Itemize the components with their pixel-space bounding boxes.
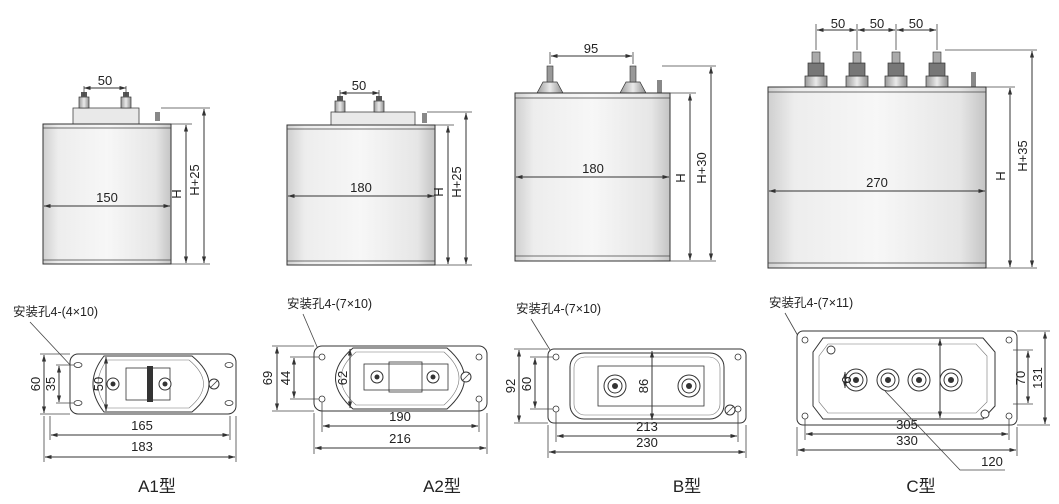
b-bushing-right [677, 374, 701, 398]
c-front-view: 50 50 50 270 H H+35 [767, 16, 1037, 269]
a2-width-label: 180 [350, 180, 372, 195]
c-base-width-outer: 330 [896, 433, 918, 448]
c-base-center: 9 [839, 376, 854, 383]
b-base-width-inner: 213 [636, 419, 658, 434]
b-front-view: 95 180 H H+30 [514, 41, 716, 262]
b-bushing-left [603, 374, 627, 398]
b-base-plate [547, 348, 747, 424]
a2-front-view: 50 180 H H+25 [286, 78, 472, 266]
c-terminal-1 [804, 51, 828, 88]
b-total-height-label: H+30 [694, 152, 709, 183]
c-type-group: 50 50 50 270 H H+35 安装孔4-(7×11) [767, 16, 1050, 496]
b-terminal-spacing: 95 [584, 41, 598, 56]
a1-total-height-label: H+25 [187, 164, 202, 195]
c-base-plate [796, 330, 1018, 426]
a2-base-width-inner: 190 [389, 409, 411, 424]
b-type-title: B型 [673, 477, 701, 496]
b-width-label: 180 [582, 161, 604, 176]
a1-capacitor-can [42, 123, 172, 265]
c-capacitor-can [767, 86, 987, 269]
c-height-label: H [993, 171, 1008, 180]
c-total-height-label: H+35 [1015, 140, 1030, 171]
a2-terminal-cover [330, 111, 416, 126]
a1-mount-leader [29, 321, 74, 369]
c-ground-stud [971, 72, 976, 87]
a1-terminal-cover [72, 107, 140, 125]
a1-height-label: H [169, 189, 184, 198]
c-bushing-1 [844, 368, 868, 392]
c-base-view: 131 70 9 305 330 120 [796, 330, 1050, 471]
a2-ground-stud [422, 113, 427, 123]
b-base-width-outer: 230 [636, 435, 658, 450]
b-base-height-inner: 60 [519, 377, 534, 391]
a1-type-group: 50 150 H H+25 安装孔4-(4×10) 60 [13, 73, 237, 496]
b-height-label: H [673, 173, 688, 182]
b-terminal-left [536, 65, 564, 94]
c-extra-leader [884, 390, 1005, 471]
a1-base-width-inner: 165 [131, 418, 153, 433]
c-bushing-2 [876, 368, 900, 392]
b-ground-stud [657, 80, 662, 93]
a1-terminal-spacing: 50 [98, 73, 112, 88]
c-terminal-4 [925, 51, 949, 88]
a2-terminal-spacing: 50 [352, 78, 366, 93]
a2-total-height-label: H+25 [449, 166, 464, 197]
b-mount-hole-label: 安装孔4-(7×10) [516, 301, 601, 316]
c-mount-hole-label: 安装孔4-(7×11) [769, 295, 853, 310]
c-terminal-spacing-2: 50 [870, 16, 884, 31]
c-base-height-outer: 131 [1030, 367, 1045, 389]
a2-capacitor-can [286, 124, 436, 266]
a1-type-title: A1型 [138, 477, 176, 496]
a2-type-title: A2型 [423, 477, 461, 496]
a1-base-center: 50 [91, 377, 106, 391]
a1-ground-stud [155, 112, 160, 121]
c-terminal-3 [884, 51, 908, 88]
a2-mount-hole-label: 安装孔4-(7×10) [287, 296, 372, 311]
a2-base-height-inner: 44 [278, 371, 293, 385]
b-terminal-right [619, 65, 647, 94]
a2-base-height-outer: 69 [260, 371, 275, 385]
a2-base-center: 62 [335, 371, 350, 385]
a1-width-label: 150 [96, 190, 118, 205]
c-base-extra: 120 [981, 454, 1003, 469]
a2-base-width-outer: 216 [389, 431, 411, 446]
c-bushing-3 [907, 368, 931, 392]
a2-type-group: 50 180 H H+25 安装孔4-(7×10) 69 [260, 78, 488, 496]
b-base-height-outer: 92 [503, 379, 518, 393]
c-width-label: 270 [866, 175, 888, 190]
c-type-title: C型 [906, 477, 935, 496]
a1-base-height-outer: 60 [28, 377, 43, 391]
c-base-width-inner: 305 [896, 417, 918, 432]
a1-base-height-inner: 35 [43, 377, 58, 391]
c-bushing-4 [939, 368, 963, 392]
b-base-view: 92 60 86 213 230 [503, 348, 747, 458]
a1-base-view: 60 35 50 165 183 [28, 353, 237, 462]
b-type-group: 95 180 H H+30 安装孔4-(7×10) [503, 41, 747, 496]
a2-base-plate [313, 345, 488, 412]
a1-mount-hole-label: 安装孔4-(4×10) [13, 304, 98, 319]
a1-base-width-outer: 183 [131, 439, 153, 454]
b-base-center: 86 [636, 379, 651, 393]
a2-height-label: H [431, 187, 446, 196]
c-base-height-inner: 70 [1013, 371, 1028, 385]
c-terminal-2 [845, 51, 869, 88]
a1-front-view: 50 150 H H+25 [42, 73, 210, 265]
a2-base-view: 69 44 62 190 216 [260, 345, 488, 454]
c-terminal-spacing-3: 50 [909, 16, 923, 31]
c-terminal-spacing-1: 50 [831, 16, 845, 31]
